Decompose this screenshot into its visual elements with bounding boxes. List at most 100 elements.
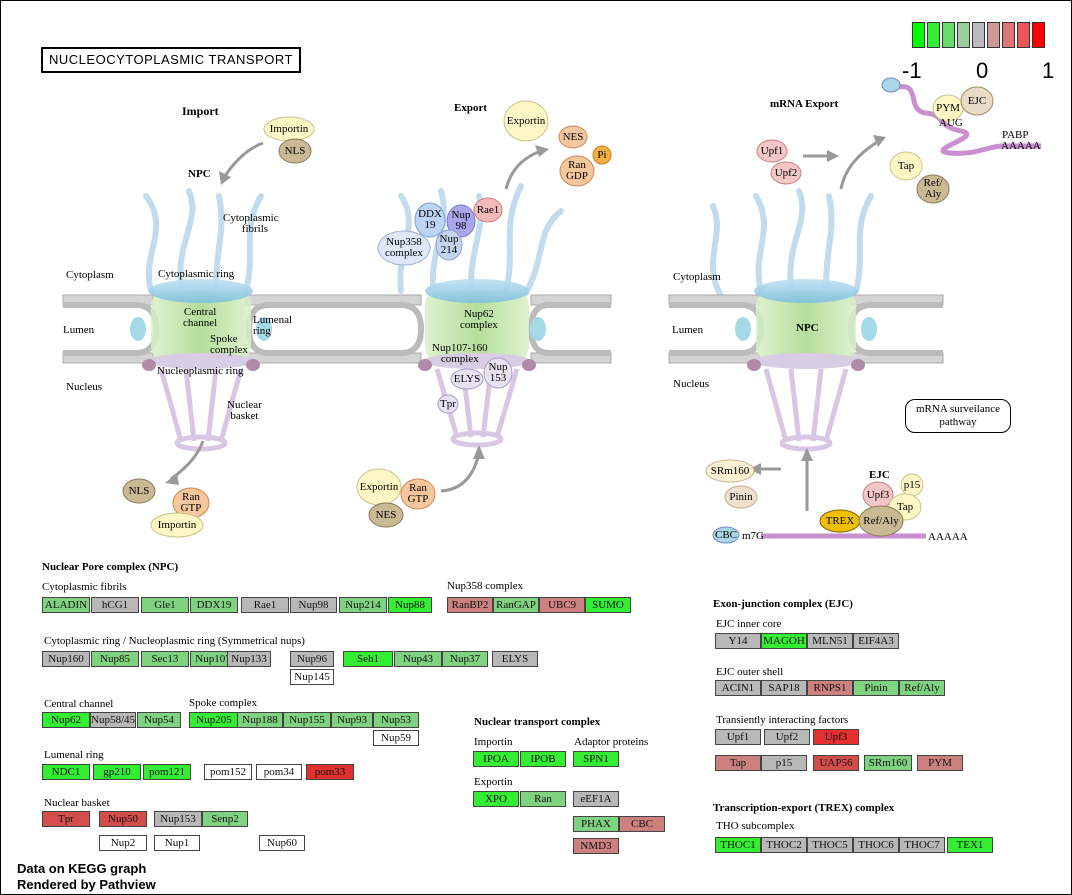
gene-rae1[interactable]: Rae1 <box>241 597 289 613</box>
molecule-nup-98-node[interactable] <box>446 204 476 238</box>
gene-nup145[interactable]: Nup145 <box>290 669 334 685</box>
molecule-rae1-node[interactable] <box>473 197 503 223</box>
gene-tpr[interactable]: Tpr <box>42 811 90 827</box>
gene-nup62[interactable]: Nup62 <box>42 712 90 728</box>
gene-nup59[interactable]: Nup59 <box>373 730 419 746</box>
gene-nup160[interactable]: Nup160 <box>42 651 90 667</box>
gene-thoc1[interactable]: THOC1 <box>715 837 761 853</box>
gene-magoh[interactable]: MAGOH <box>761 633 807 649</box>
molecule-upf2-node[interactable] <box>770 161 802 185</box>
molecule-ref-aly-node[interactable] <box>858 505 904 537</box>
molecule-nls-node[interactable] <box>122 478 156 504</box>
gene-nup54[interactable]: Nup54 <box>137 712 181 728</box>
molecule-nup358-complex-node[interactable] <box>377 230 431 266</box>
molecule-pi-node[interactable] <box>592 145 612 165</box>
gene-upf3[interactable]: Upf3 <box>813 729 859 745</box>
gene-nup85[interactable]: Nup85 <box>91 651 139 667</box>
gene-upf1[interactable]: Upf1 <box>715 729 761 745</box>
gene-aladin[interactable]: ALADIN <box>42 597 90 613</box>
molecule-nes-node[interactable] <box>368 502 404 528</box>
gene-nup155[interactable]: Nup155 <box>283 712 331 728</box>
molecule-upf1-node[interactable] <box>756 139 788 163</box>
molecule-nup-214-node[interactable] <box>435 229 463 261</box>
molecule-elys-node[interactable] <box>450 368 484 390</box>
gene-nup133[interactable]: Nup133 <box>227 651 271 667</box>
gene-nup188[interactable]: Nup188 <box>237 712 283 728</box>
gene-sumo[interactable]: SUMO <box>585 597 631 613</box>
gene-nup214[interactable]: Nup214 <box>339 597 387 613</box>
gene-pom121[interactable]: pom121 <box>143 764 191 780</box>
gene-sec13[interactable]: Sec13 <box>141 651 189 667</box>
gene-ipoa[interactable]: IPOA <box>473 751 519 767</box>
gene-hcg1[interactable]: hCG1 <box>91 597 139 613</box>
gene-eif4a3[interactable]: EIF4A3 <box>853 633 899 649</box>
gene-rangap[interactable]: RanGAP <box>493 597 539 613</box>
molecule-tpr-node[interactable] <box>437 394 459 414</box>
gene-nup107[interactable]: Nup107 <box>190 651 236 667</box>
molecule-ejc-node[interactable] <box>960 86 994 116</box>
gene-nup98[interactable]: Nup98 <box>290 597 337 613</box>
gene-seh1[interactable]: Seh1 <box>343 651 393 667</box>
gene-nup1[interactable]: Nup1 <box>154 835 200 851</box>
molecule-ddx-19-node[interactable] <box>414 202 446 238</box>
gene-xpo[interactable]: XPO <box>473 791 519 807</box>
gene-ipob[interactable]: IPOB <box>520 751 566 767</box>
gene-nup50[interactable]: Nup50 <box>99 811 147 827</box>
molecule-tap-node[interactable] <box>889 151 923 181</box>
gene-gle1[interactable]: Gle1 <box>141 597 189 613</box>
gene-ndc1[interactable]: NDC1 <box>42 764 90 780</box>
gene-uap56[interactable]: UAP56 <box>813 755 859 771</box>
molecule-pinin-node[interactable] <box>724 485 758 509</box>
gene-nup37[interactable]: Nup37 <box>442 651 488 667</box>
gene-eef1a[interactable]: eEF1A <box>573 791 619 807</box>
gene-ran[interactable]: Ran <box>520 791 566 807</box>
gene-spn1[interactable]: SPN1 <box>573 751 619 767</box>
molecule-cbc-node[interactable] <box>712 526 740 544</box>
gene-pom34[interactable]: pom34 <box>256 764 302 780</box>
gene-acin1[interactable]: ACIN1 <box>715 680 761 696</box>
molecule-ran-gdp-node[interactable] <box>559 155 595 187</box>
gene-thoc2[interactable]: THOC2 <box>761 837 807 853</box>
gene-ranbp2[interactable]: RanBP2 <box>447 597 493 613</box>
molecule-nup-153-node[interactable] <box>483 357 513 389</box>
gene-upf2[interactable]: Upf2 <box>764 729 810 745</box>
gene-senp2[interactable]: Senp2 <box>202 811 248 827</box>
gene-srm160[interactable]: SRm160 <box>864 755 912 771</box>
gene-nup60[interactable]: Nup60 <box>259 835 305 851</box>
gene-nmd3[interactable]: NMD3 <box>573 838 619 854</box>
gene-thoc5[interactable]: THOC5 <box>807 837 853 853</box>
gene-gp210[interactable]: gp210 <box>93 764 141 780</box>
molecule-ref-aly-node[interactable] <box>916 174 950 204</box>
gene-nup88[interactable]: Nup88 <box>388 597 432 613</box>
gene-nup58-45[interactable]: Nup58/45 <box>90 712 136 728</box>
molecule-exportin-node[interactable] <box>503 100 549 142</box>
gene-nup96[interactable]: Nup96 <box>290 651 334 667</box>
gene-nup2[interactable]: Nup2 <box>99 835 147 851</box>
gene-sap18[interactable]: SAP18 <box>761 680 807 696</box>
gene-mln51[interactable]: MLN51 <box>807 633 853 649</box>
gene-pinin[interactable]: Pinin <box>853 680 899 696</box>
gene-ubc9[interactable]: UBC9 <box>539 597 585 613</box>
gene-p15[interactable]: p15 <box>761 755 807 771</box>
gene-nup43[interactable]: Nup43 <box>394 651 442 667</box>
gene-nup53[interactable]: Nup53 <box>373 712 419 728</box>
gene-thoc6[interactable]: THOC6 <box>853 837 899 853</box>
gene-y14[interactable]: Y14 <box>715 633 761 649</box>
gene-nup93[interactable]: Nup93 <box>331 712 373 728</box>
gene-elys[interactable]: ELYS <box>492 651 538 667</box>
gene-phax[interactable]: PHAX <box>573 816 619 832</box>
molecule-nes-node[interactable] <box>558 125 588 149</box>
gene-pom33[interactable]: pom33 <box>306 764 354 780</box>
molecule-nls-node[interactable] <box>278 138 312 164</box>
molecule-importin-node[interactable] <box>150 512 204 538</box>
gene-tap[interactable]: Tap <box>715 755 761 771</box>
gene-pym[interactable]: PYM <box>917 755 963 771</box>
gene-cbc[interactable]: CBC <box>619 816 665 832</box>
gene-nup205[interactable]: Nup205 <box>189 712 239 728</box>
gene-thoc7[interactable]: THOC7 <box>899 837 945 853</box>
molecule-srm160-node[interactable] <box>705 459 755 483</box>
gene-rnps1[interactable]: RNPS1 <box>807 680 853 696</box>
molecule-ran-gtp-node[interactable] <box>400 478 436 510</box>
gene-ref-aly[interactable]: Ref/Aly <box>899 680 945 696</box>
